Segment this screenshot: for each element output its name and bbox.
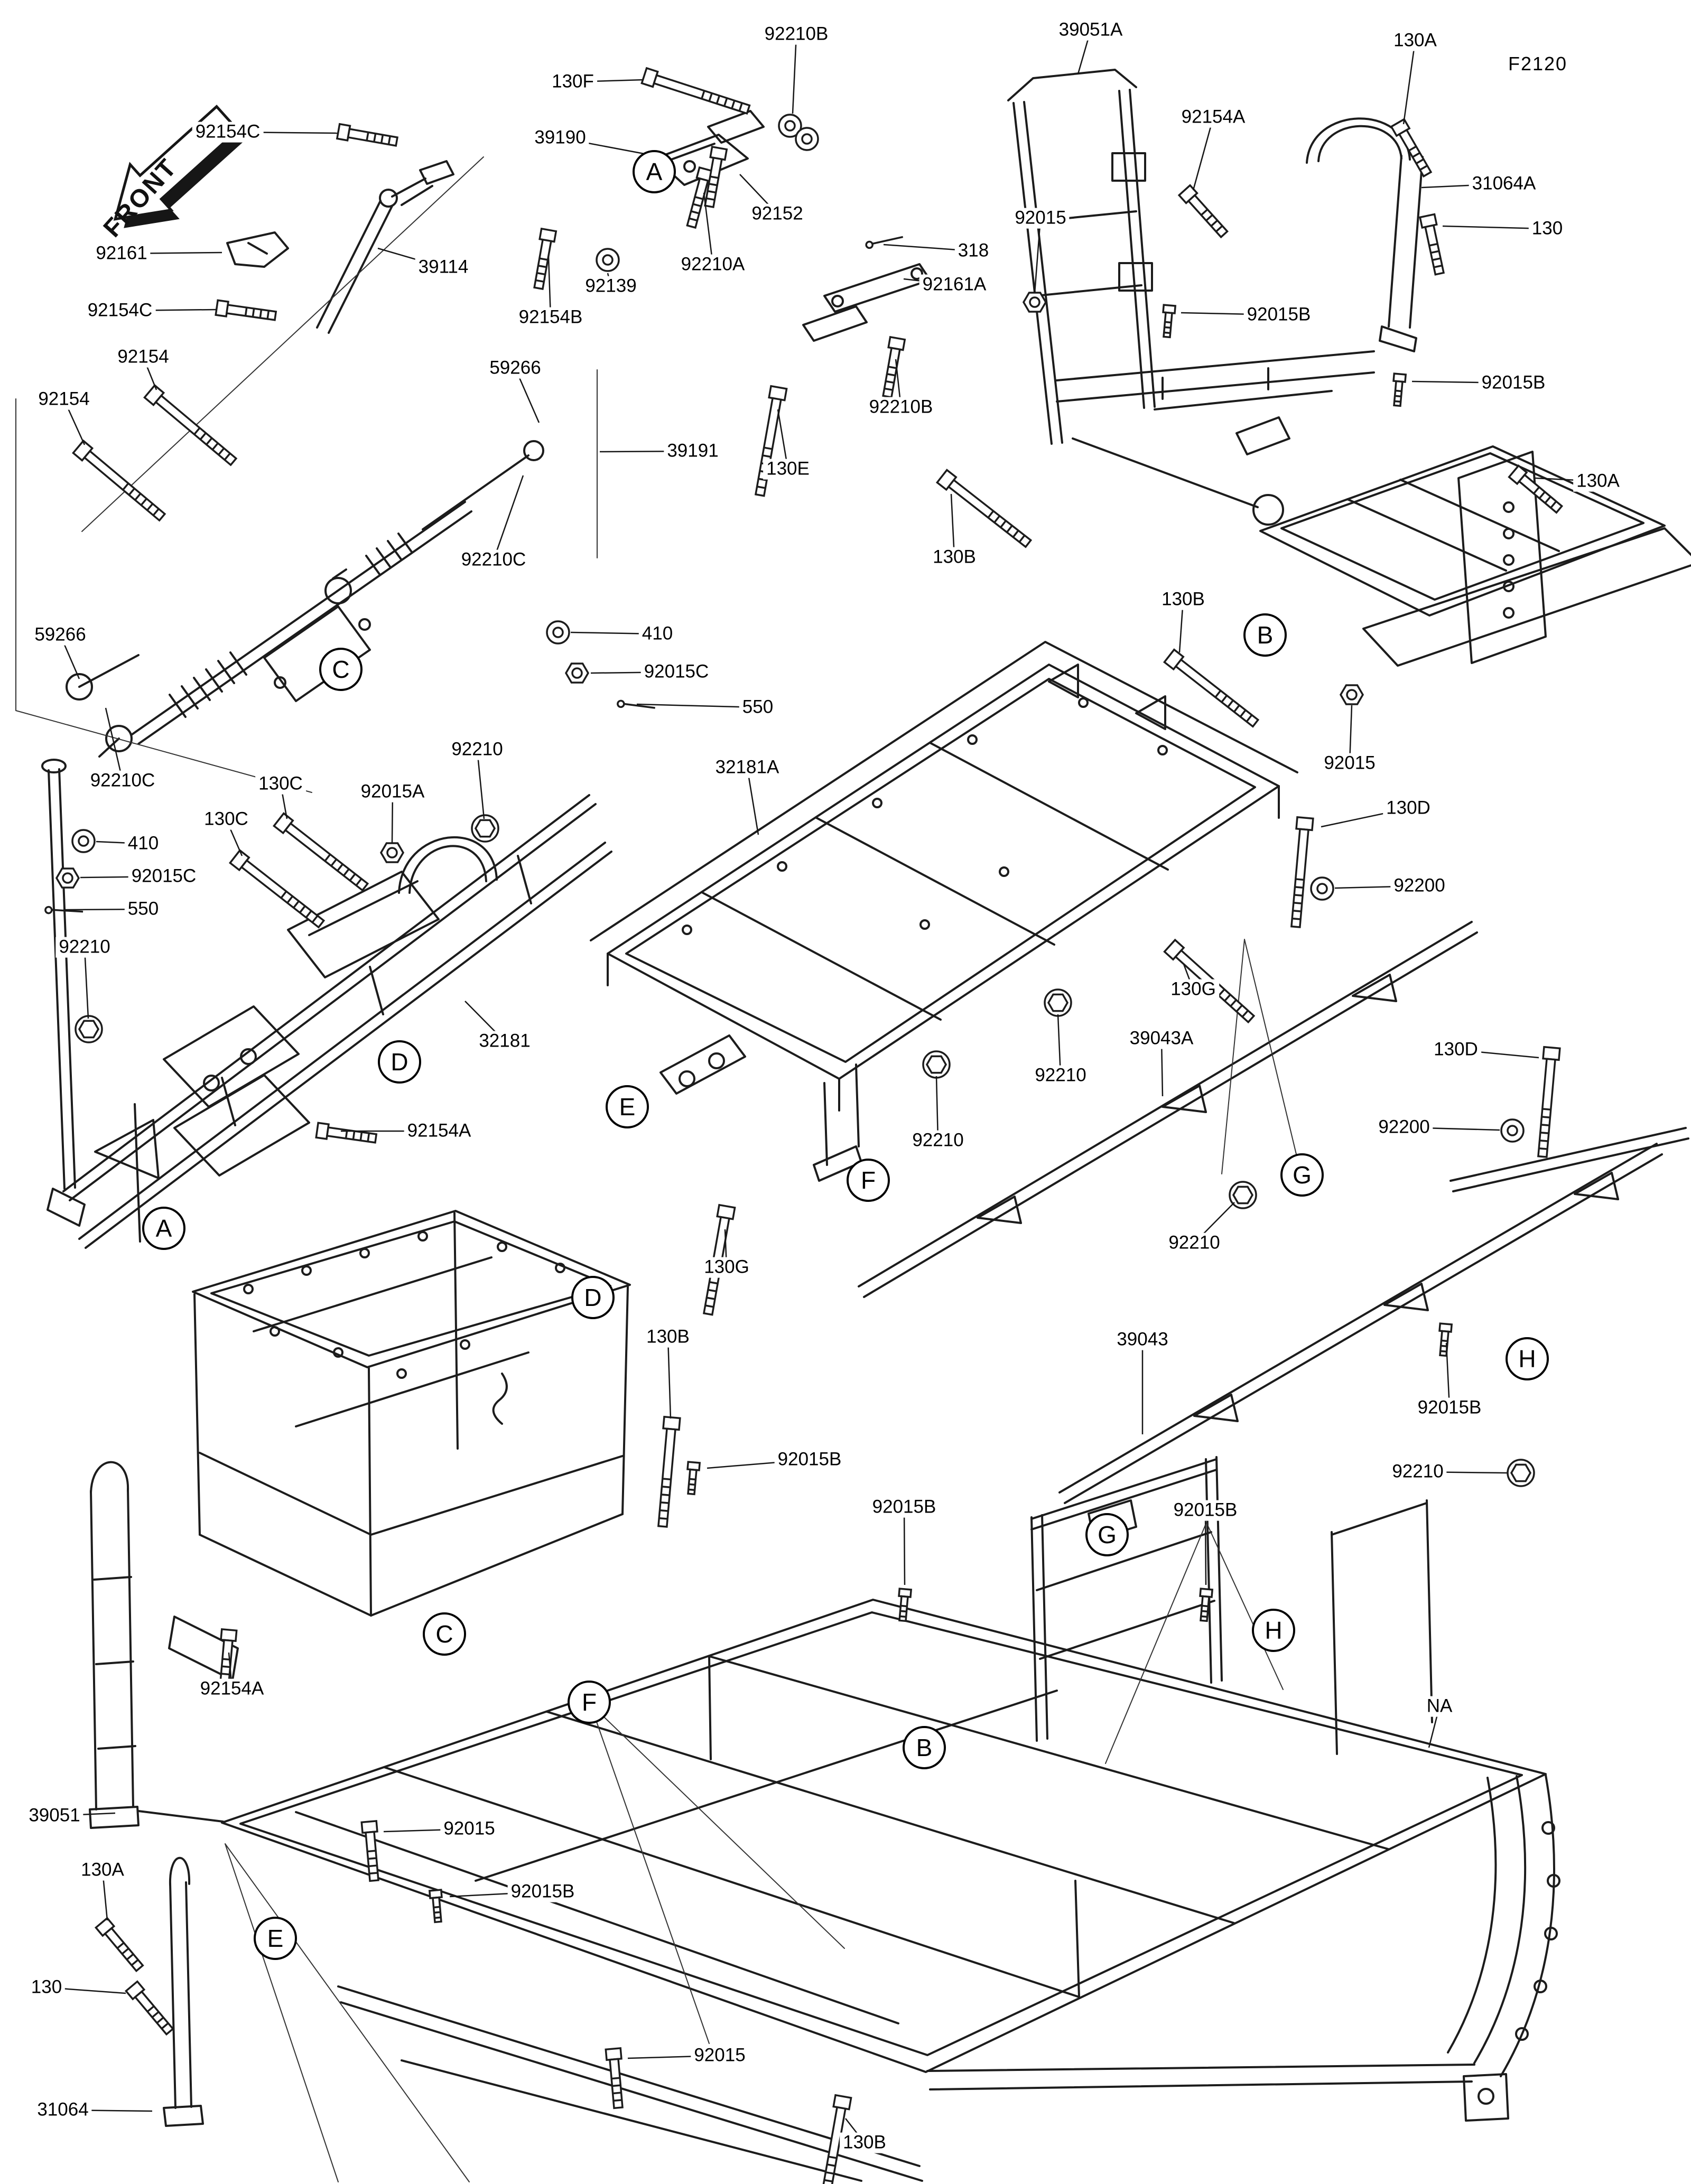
front-arrow: FRONT — [98, 105, 247, 242]
leader-line-92015b — [903, 1507, 906, 1585]
leader-line-130a — [101, 1870, 108, 1921]
leader-line-31064 — [62, 2109, 153, 2112]
leader-line-92210a — [703, 192, 714, 265]
leader-line-39051 — [54, 1812, 116, 1817]
rear-frame-art — [1007, 69, 1691, 667]
leader-line-130e — [777, 409, 789, 470]
leader-line-130c — [225, 819, 243, 856]
mount-rails-art — [858, 921, 1689, 1504]
leader-line-92154 — [142, 357, 157, 390]
leader-line-130 — [46, 1986, 126, 1994]
leader-line-92015b — [1411, 380, 1514, 384]
leader-line-92210 — [935, 1076, 939, 1141]
leader-line-32181a — [746, 767, 759, 835]
leader-line-92210b — [895, 359, 902, 408]
leader-line-39190 — [560, 137, 656, 157]
leader-line-410 — [570, 631, 658, 635]
leader-line-130d — [1455, 1049, 1539, 1059]
leader-line-410 — [96, 841, 144, 845]
leader-line-32181 — [464, 1001, 505, 1042]
leader-line-92015a — [391, 791, 394, 844]
construction-lines — [15, 156, 1302, 2182]
leader-line-550 — [64, 908, 144, 911]
leader-line-130 — [1442, 225, 1548, 230]
leader-line-92015 — [383, 1828, 470, 1833]
leader-line-130a — [1402, 40, 1416, 125]
leader-line-92154b — [547, 256, 552, 318]
leader-line-92015 — [627, 2055, 720, 2059]
leader-line-92015b — [1204, 1510, 1207, 1585]
leader-line-92161 — [121, 251, 222, 255]
leader-line-92015b — [1181, 312, 1279, 316]
leader-line-92015 — [1034, 218, 1042, 294]
leader-line-92210b — [792, 34, 797, 114]
leader-line-92154c — [227, 131, 339, 134]
leader-line-92015c — [80, 875, 164, 879]
leader-line-39043a — [1160, 1038, 1164, 1097]
leader-line-92210 — [476, 749, 485, 819]
leader-line-92210 — [1417, 1471, 1508, 1474]
leader-line-92200 — [1334, 885, 1420, 889]
leader-line-92139 — [607, 273, 612, 287]
leader-line-59266 — [514, 368, 540, 423]
leader-line-39051a — [1077, 30, 1092, 74]
leader-line-92210c — [493, 475, 524, 561]
front-rail-art — [41, 759, 612, 1249]
leader-line-92152 — [739, 174, 778, 214]
leader-line-130d — [1321, 807, 1409, 828]
leader-line-92154c — [119, 309, 217, 312]
leader-line-92154a — [1192, 117, 1214, 191]
leader-line-92210 — [1194, 1202, 1235, 1244]
leader-line-130b — [950, 493, 955, 558]
leader-line-130b — [845, 2118, 865, 2143]
seat-frame-art — [168, 1210, 631, 1681]
leader-line-31064a — [1421, 183, 1504, 189]
leader-line-130b — [667, 1337, 672, 1419]
fasteners-art — [44, 67, 1565, 2184]
leader-line-92210 — [1057, 1014, 1062, 1076]
leader-line-130b — [1178, 599, 1184, 653]
main-frame-art — [89, 1456, 1560, 2182]
leader-line-92015b — [1445, 1342, 1451, 1408]
leader-line-130f — [572, 79, 644, 83]
leader-line-92200 — [1404, 1126, 1500, 1131]
steering-rack-art — [66, 440, 544, 758]
steering-column-art — [226, 110, 931, 342]
leader-line-na — [1428, 1706, 1441, 1748]
leader-line-92015 — [1349, 705, 1353, 764]
leader-line-318 — [883, 244, 974, 252]
leader-line-59266 — [59, 634, 80, 679]
leader-line-39114 — [377, 247, 444, 268]
leader-line-92015b — [707, 1459, 810, 1469]
leader-line-550 — [636, 703, 758, 708]
leader-line-92015c — [590, 671, 677, 674]
cargo-bed-art — [590, 641, 1298, 1182]
leader-line-39191 — [599, 450, 693, 453]
leader-line-92154 — [63, 399, 86, 445]
leader-line-92210 — [83, 947, 89, 1019]
leader-line-92210c — [105, 707, 124, 781]
